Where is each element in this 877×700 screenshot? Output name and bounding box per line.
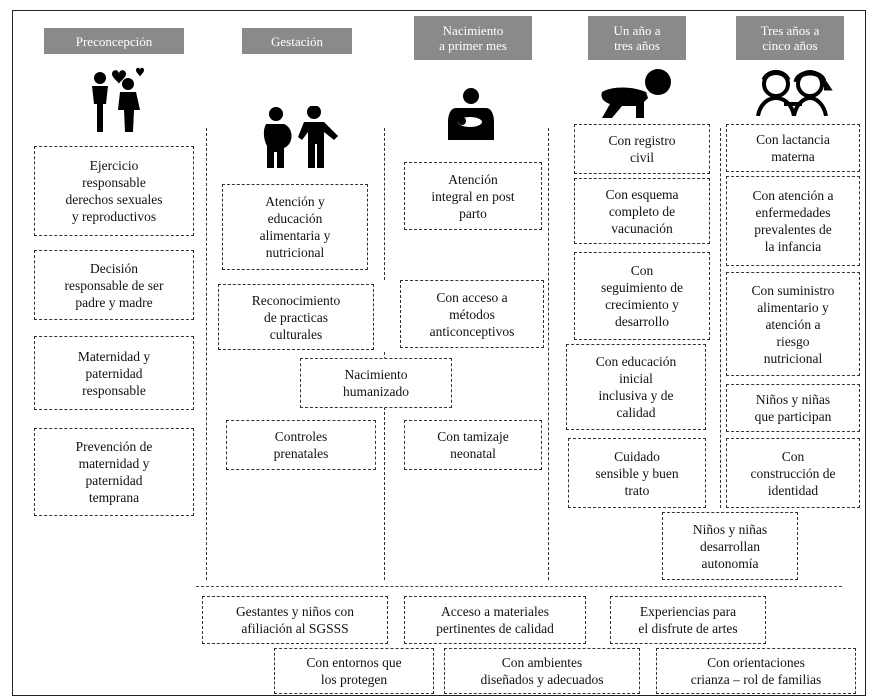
divider-3 (548, 128, 549, 580)
preconcepcion-item: Decisión responsable de ser padre y madr… (34, 250, 194, 320)
gestacion-item: Controles prenatales (226, 420, 376, 470)
transversal-item: Acceso a materiales pertinentes de calid… (404, 596, 586, 644)
divider-4 (720, 128, 721, 508)
divider-2 (384, 128, 385, 280)
transversal-item: Experiencias para el disfrute de artes (610, 596, 766, 644)
uno-tres-item: Con esquema completo de vacunación (574, 178, 710, 244)
mother-baby-icon (448, 88, 494, 140)
uno-tres-item: Cuidado sensible y buen trato (568, 438, 706, 508)
tres-cinco-item: Con lactancia materna (726, 124, 860, 172)
gestacion-item: Reconocimiento de practicas culturales (218, 284, 374, 350)
autonomia-item: Niños y niñas desarrollan autonomía (662, 512, 798, 580)
stage-header-gestacion: Gestación (242, 28, 352, 54)
nacimiento-item: Con tamizaje neonatal (404, 420, 542, 470)
tres-cinco-item: Niños y niñas que participan (726, 384, 860, 432)
uno-tres-item: Con registro civil (574, 124, 710, 174)
tres-cinco-item: Con construcción de identidad (726, 438, 860, 508)
stage-header-uno-tres: Un año a tres años (588, 16, 686, 60)
preconcepcion-item: Ejercicio responsable derechos sexuales … (34, 146, 194, 236)
uno-tres-item: Con seguimiento de crecimiento y desarro… (574, 252, 710, 340)
divider-1 (206, 128, 207, 580)
diagram-frame (12, 10, 866, 696)
stage-header-nacimiento: Nacimiento a primer mes (414, 16, 532, 60)
tres-cinco-item: Con suministro alimentario y atención a … (726, 272, 860, 376)
transversal-item: Con entornos que los protegen (274, 648, 434, 694)
preconcepcion-item: Prevención de maternidad y paternidad te… (34, 428, 194, 516)
crawling-baby-icon (601, 69, 671, 118)
two-children-icon (756, 70, 833, 116)
pregnant-couple-icon (263, 106, 338, 168)
stage-header-tres-cinco: Tres años a cinco años (736, 16, 844, 60)
transversal-item: Gestantes y niños con afiliación al SGSS… (202, 596, 388, 644)
preconcepcion-item: Maternidad y paternidad responsable (34, 336, 194, 410)
nacimiento-humanizado-item: Nacimiento humanizado (300, 358, 452, 408)
couple-heart-icon (92, 67, 144, 132)
nacimiento-item: Con acceso a métodos anticonceptivos (400, 280, 544, 348)
uno-tres-item: Con educación inicial inclusiva y de cal… (566, 344, 706, 430)
gestacion-item: Atención y educación alimentaria y nutri… (222, 184, 368, 270)
stage-header-preconcepcion: Preconcepción (44, 28, 184, 54)
divider-2b (384, 352, 385, 580)
transversal-item: Con ambientes diseñados y adecuados (444, 648, 640, 694)
tres-cinco-item: Con atención a enfermedades prevalentes … (726, 176, 860, 266)
nacimiento-item: Atención integral en post parto (404, 162, 542, 230)
transversal-item: Con orientaciones crianza – rol de famil… (656, 648, 856, 694)
transversal-divider (196, 586, 842, 587)
